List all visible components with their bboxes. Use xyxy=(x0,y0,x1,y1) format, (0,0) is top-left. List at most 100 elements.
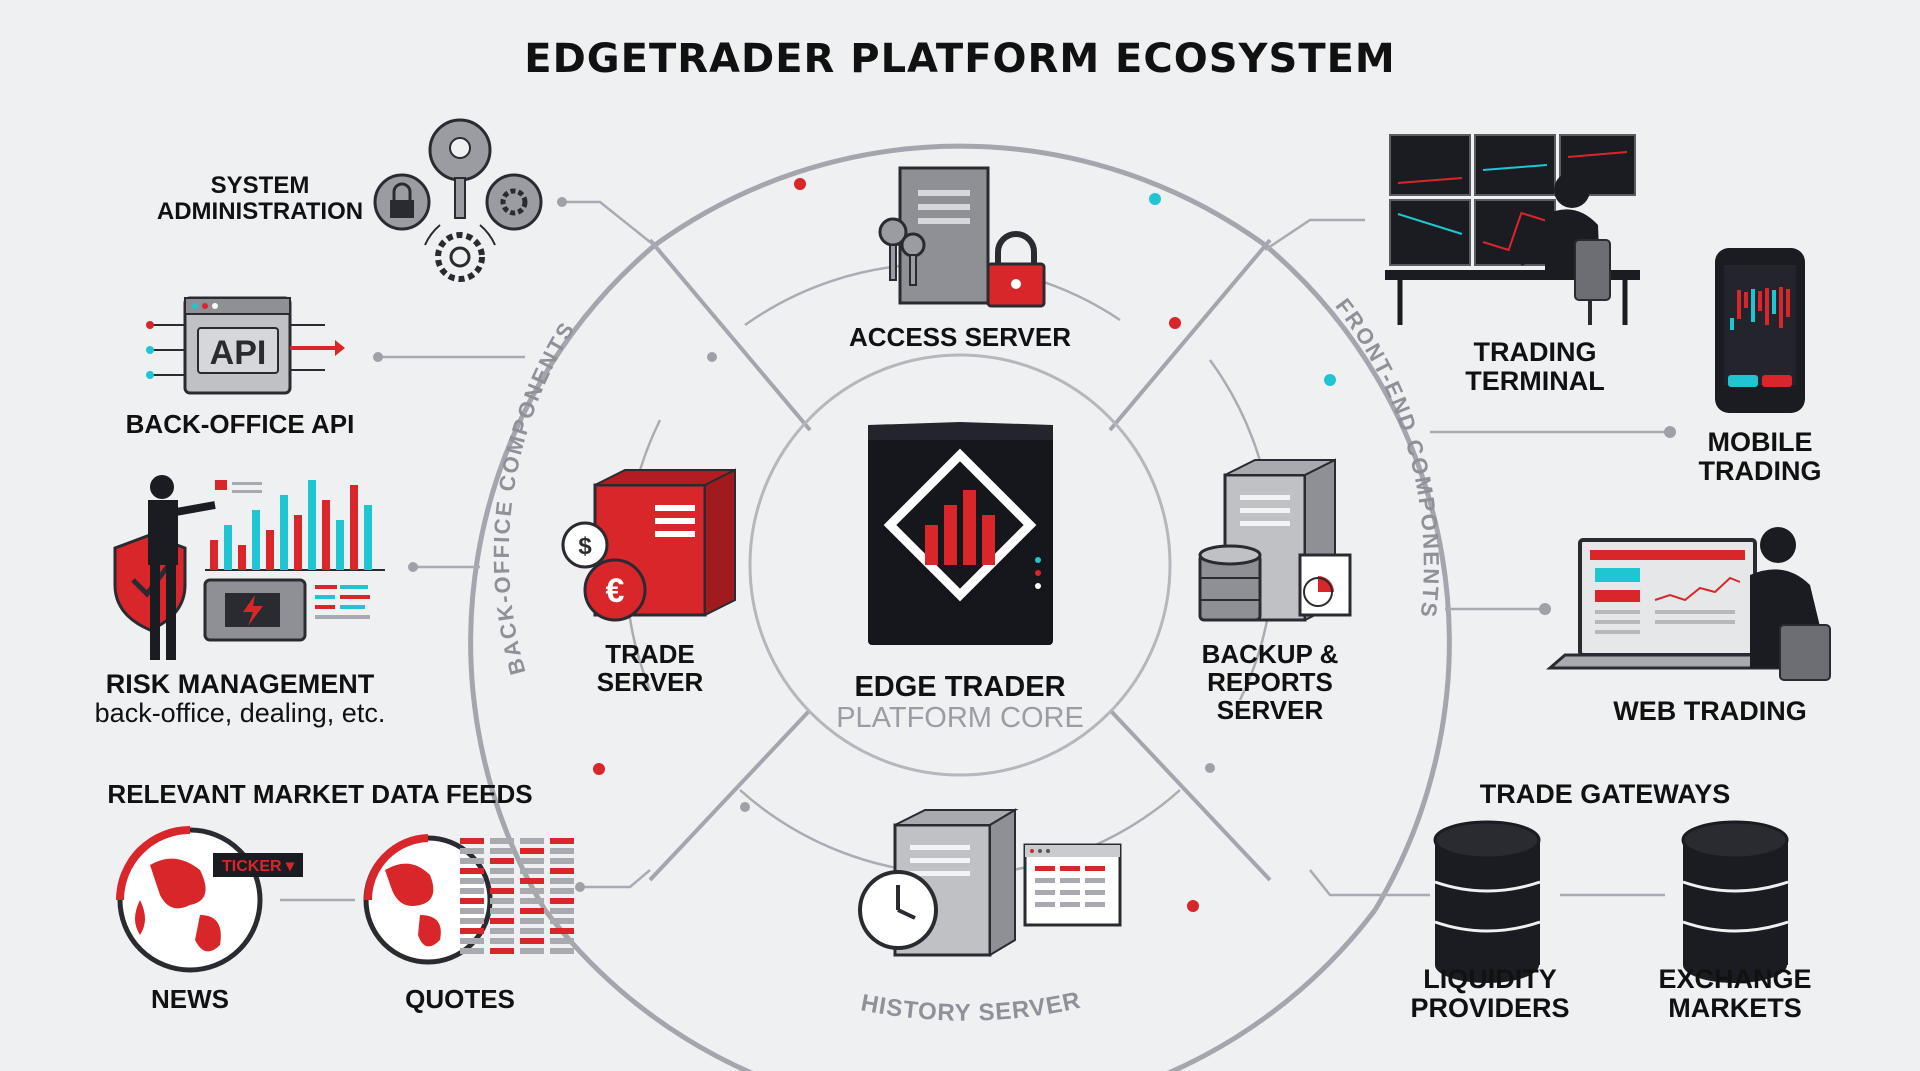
cross-lines xyxy=(648,238,1272,882)
phone-candle xyxy=(1737,290,1741,319)
quote-cell xyxy=(460,888,484,894)
core-title: EDGE TRADER xyxy=(854,671,1066,703)
quote-cell xyxy=(460,858,484,864)
quote-cell xyxy=(550,868,574,874)
quote-cell xyxy=(490,908,514,914)
quote-cell xyxy=(490,848,514,854)
phone-candle xyxy=(1758,291,1762,311)
server-database-icon xyxy=(1198,458,1352,622)
quote-cell xyxy=(460,848,484,854)
backup-line1: BACKUP & xyxy=(1201,639,1339,669)
quote-cell xyxy=(550,928,574,934)
quote-cell xyxy=(520,918,544,924)
quote-cell xyxy=(520,888,544,894)
quote-cell xyxy=(490,858,514,864)
trading-desk-icon xyxy=(1385,134,1640,325)
phone-candle xyxy=(1779,287,1783,328)
risk-management-subtitle: back-office, dealing, etc. xyxy=(94,698,386,729)
backup-reports-label: BACKUP & REPORTS SERVER xyxy=(1180,640,1360,724)
quote-cell xyxy=(550,848,574,854)
risk-chart-bar xyxy=(322,500,330,570)
risk-manager-icon xyxy=(113,475,385,660)
news-label: NEWS xyxy=(151,984,229,1014)
quotes-label: QUOTES xyxy=(405,984,515,1014)
quote-cell xyxy=(520,898,544,904)
liquidity-providers-label: LIQUIDITY PROVIDERS xyxy=(1395,964,1585,1024)
risk-chart-bar xyxy=(336,520,344,570)
backup-line2: REPORTS xyxy=(1207,667,1333,698)
quote-cell xyxy=(490,898,514,904)
risk-chart-bar xyxy=(224,525,232,570)
quotes-icon xyxy=(363,834,574,965)
quote-cell xyxy=(520,838,544,844)
quote-cell xyxy=(460,898,484,904)
quote-cell xyxy=(490,868,514,874)
trade-server-line1: TRADE xyxy=(605,639,695,669)
api-icon: API xyxy=(146,296,345,395)
quote-cell xyxy=(520,858,544,864)
risk-chart-bar xyxy=(280,495,288,570)
page-title: EDGETRADER PLATFORM ECOSYSTEM xyxy=(524,36,1396,82)
svg-text:$: $ xyxy=(578,533,592,560)
server-clock-icon xyxy=(858,808,1122,957)
risk-chart-bar xyxy=(252,510,260,570)
exchange-database-icon xyxy=(1681,820,1789,983)
quote-cell xyxy=(550,898,574,904)
quote-cell xyxy=(550,878,574,884)
trading-terminal-label: TRADING TERMINAL xyxy=(1420,337,1650,397)
ring-label-history: HISTORY SERVER xyxy=(859,987,1084,1027)
risk-chart-bar xyxy=(350,485,358,570)
quote-cell xyxy=(520,928,544,934)
core-server-icon xyxy=(868,422,1053,645)
exchange-line2: MARKETS xyxy=(1668,993,1802,1024)
ring-label-back-office: BACK-OFFICE COMPONENTS xyxy=(489,317,580,678)
risk-chart-bar xyxy=(238,545,246,570)
quote-cell xyxy=(550,858,574,864)
access-server-label: ACCESS SERVER xyxy=(848,322,1072,352)
trade-server-label: TRADE SERVER xyxy=(560,640,740,696)
quote-cell xyxy=(460,938,484,944)
quote-cell xyxy=(520,938,544,944)
phone-candle xyxy=(1786,289,1790,317)
quote-cell xyxy=(550,838,574,844)
quote-cell xyxy=(550,938,574,944)
trade-gateways-title: TRADE GATEWAYS xyxy=(1479,779,1731,809)
core-subtitle: PLATFORM CORE xyxy=(836,702,1084,735)
market-data-feeds-title: RELEVANT MARKET DATA FEEDS xyxy=(107,779,533,809)
keys-gears-icon xyxy=(373,118,543,282)
connectors xyxy=(280,200,1670,902)
quote-cell xyxy=(520,908,544,914)
laptop-trader-icon xyxy=(1545,527,1831,681)
server-currency-icon: $ € xyxy=(561,468,736,622)
mobile-trading-line2: TRADING xyxy=(1698,456,1822,487)
liquidity-database-icon xyxy=(1433,820,1541,983)
quote-cell xyxy=(550,918,574,924)
quote-cell xyxy=(460,878,484,884)
quote-cell xyxy=(520,948,544,954)
mobile-trading-line1: MOBILE xyxy=(1707,427,1813,457)
quote-cell xyxy=(460,928,484,934)
quote-cell xyxy=(550,948,574,954)
liquidity-line1: LIQUIDITY xyxy=(1423,964,1557,994)
monitor-chart-line xyxy=(1567,151,1628,158)
quote-cell xyxy=(520,868,544,874)
svg-text:TICKER ▾: TICKER ▾ xyxy=(222,858,295,875)
monitor-chart-line xyxy=(1397,177,1463,184)
liquidity-line2: PROVIDERS xyxy=(1410,993,1570,1024)
connector-ends xyxy=(373,197,1676,892)
quote-cell xyxy=(520,878,544,884)
phone-candle xyxy=(1765,288,1769,325)
monitor-screen xyxy=(1389,134,1471,196)
quote-cell xyxy=(460,838,484,844)
web-trading-label: WEB TRADING xyxy=(1613,696,1807,726)
back-office-api-label: BACK-OFFICE API xyxy=(125,409,355,439)
trading-terminal-line2: TERMINAL xyxy=(1465,366,1605,397)
phone-candle xyxy=(1744,292,1748,308)
phone-candle xyxy=(1772,290,1776,314)
sysadmin-label-line2: ADMINISTRATION xyxy=(156,197,364,225)
quote-cell xyxy=(490,938,514,944)
quote-cell xyxy=(460,918,484,924)
quote-cell xyxy=(460,868,484,874)
quote-cell xyxy=(460,908,484,914)
